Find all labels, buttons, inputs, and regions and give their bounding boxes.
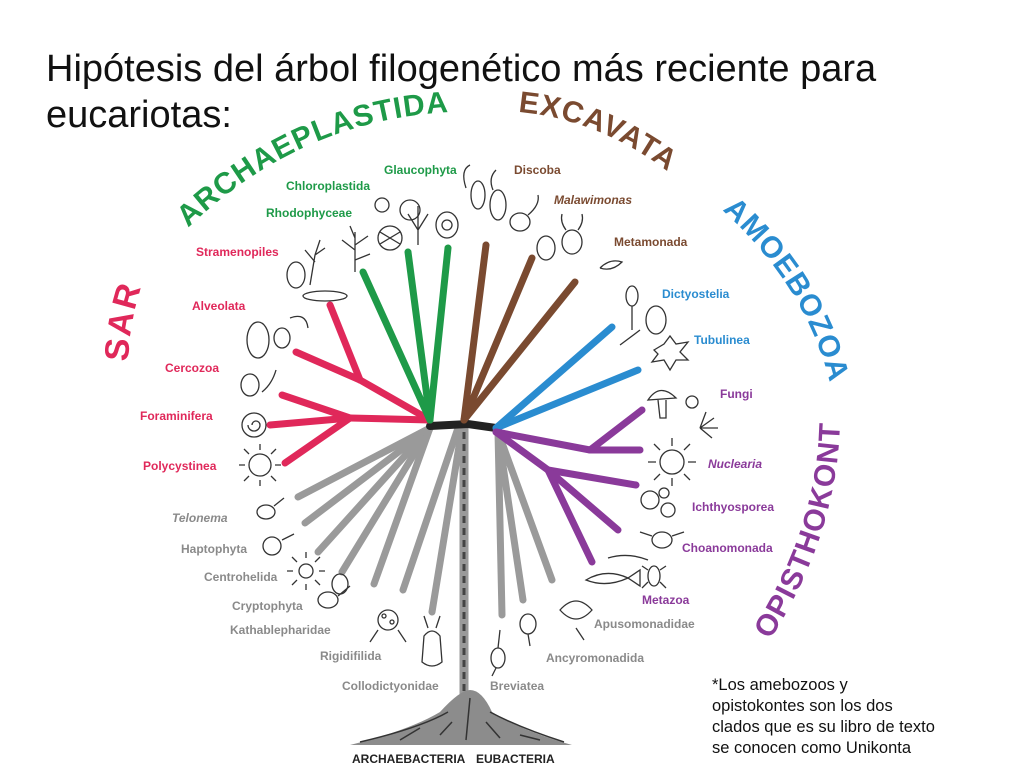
taxon-label-centrohelida: Centrohelida <box>204 570 278 584</box>
choanomonada-sketch <box>607 531 685 561</box>
taxon-label-foraminifera: Foraminifera <box>140 409 213 423</box>
taxon-label-tubulinea: Tubulinea <box>694 333 750 347</box>
taxon-label-polycystinea: Polycystinea <box>143 459 217 473</box>
branches-archaeplastida <box>359 244 452 424</box>
discoba-sketch <box>470 169 539 232</box>
taxon-label-telonema: Telonema <box>172 511 228 525</box>
glaucophyte-sketch <box>435 164 471 239</box>
ancyromonad-sketch <box>519 613 537 647</box>
branches-excavata <box>460 241 579 424</box>
taxon-label-apusomonadidae: Apusomonadidae <box>594 617 695 631</box>
trunk <box>426 419 500 715</box>
tree-sketch <box>407 206 429 245</box>
taxon-label-discoba: Discoba <box>514 163 561 177</box>
footnote-unikonta: *Los amebozoos y opistokontes son los do… <box>712 676 935 757</box>
centrohelid-sketch <box>287 552 325 590</box>
taxon-label-chloroplastida: Chloroplastida <box>286 179 370 193</box>
polycystinea-sketch <box>239 444 281 486</box>
root-label-eubacteria: EUBACTERIA <box>476 752 555 766</box>
branches-sar <box>266 301 434 467</box>
metamonada-sketch <box>536 213 624 270</box>
taxon-label-fungi: Fungi <box>720 387 753 401</box>
stramenopile-sketch <box>286 239 348 302</box>
taxon-label-nuclearia: Nuclearia <box>708 457 762 471</box>
dictyostelia-sketch <box>619 285 667 346</box>
taxon-label-cercozoa: Cercozoa <box>165 361 219 375</box>
breviatea-sketch <box>490 629 506 677</box>
nuclearia-sketch <box>648 438 696 486</box>
taxon-label-cryptophyta: Cryptophyta <box>232 599 303 613</box>
taxon-label-malawimonas: Malawimonas <box>554 193 632 207</box>
haptophyte-sketch <box>262 533 295 556</box>
taxon-label-haptophyta: Haptophyta <box>181 542 247 556</box>
tubulinea-sketch <box>650 334 690 372</box>
taxon-label-dictyostelia: Dictyostelia <box>662 287 730 301</box>
chloroplastida-sketch <box>374 197 421 251</box>
bacteria-root-mound <box>350 690 572 745</box>
taxon-label-ichthyosporea: Ichthyosporea <box>692 500 774 514</box>
cryptophyta-sketch <box>331 573 349 595</box>
taxon-label-ancyromonadida: Ancyromonadida <box>546 651 644 665</box>
collodictyon-sketch <box>421 615 443 667</box>
metazoa-sketch <box>584 565 667 589</box>
taxon-label-stramenopiles: Stramenopiles <box>196 245 279 259</box>
apusomonad-sketch <box>559 600 593 641</box>
cercozoa-sketch <box>240 369 277 397</box>
root-label-archaebacteria: ARCHAEBACTERIA <box>352 752 466 766</box>
seaweed-sketch <box>341 225 371 272</box>
taxon-label-collodictyonidae: Collodictyonidae <box>342 679 439 693</box>
organism-illustrations <box>239 164 718 677</box>
slide-title: Hipótesis del árbol filogenético más rec… <box>46 48 877 136</box>
telonema-sketch <box>256 497 285 520</box>
branches-opisthokonta <box>492 406 646 566</box>
taxon-label-metamonada: Metamonada <box>614 235 688 249</box>
kathablepharid-sketch <box>317 585 351 609</box>
taxon-label-metazoa: Metazoa <box>642 593 690 607</box>
taxon-label-rigidifilida: Rigidifilida <box>320 649 382 663</box>
branches-amoebozoa <box>492 323 642 432</box>
taxon-label-kathablepharidae: Kathablepharidae <box>230 623 331 637</box>
taxon-label-breviatea: Breviatea <box>490 679 544 693</box>
group-label-amoebozoa: AMOEBOZOA <box>717 191 855 385</box>
taxon-label-choanomonada: Choanomonada <box>682 541 773 555</box>
taxon-label-rhodophyceae: Rhodophyceae <box>266 206 352 220</box>
foraminifera-sketch <box>241 412 267 438</box>
taxon-label-glaucophyta: Glaucophyta <box>384 163 457 177</box>
fungi-sketch <box>646 389 718 439</box>
branches-other <box>294 424 556 619</box>
rigidifilida-sketch <box>369 609 407 643</box>
alveolata-sketch <box>246 315 309 359</box>
taxon-label-alveolata: Alveolata <box>192 299 246 313</box>
group-label-sar: SAR <box>98 277 149 362</box>
ichthyosporea-sketch <box>640 487 676 518</box>
